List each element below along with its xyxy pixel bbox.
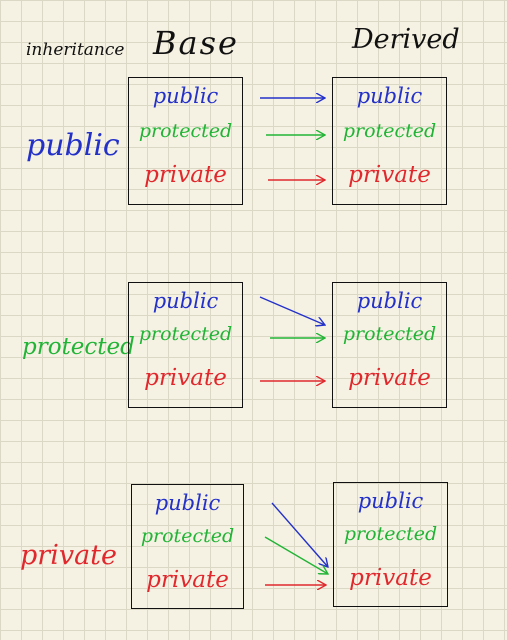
base-member-private: private — [144, 162, 227, 188]
row-label-public: public — [26, 128, 120, 163]
row-label-private: private — [20, 540, 118, 571]
derived-member-protected: protected — [343, 523, 438, 545]
derived-member-private: private — [348, 162, 431, 188]
derived-member-public: public — [356, 84, 423, 108]
derived-member-public: public — [357, 489, 424, 513]
arrow-public-to-protected — [259, 296, 325, 325]
derived-member-protected: protected — [342, 323, 437, 345]
derived-member-protected: protected — [342, 120, 437, 142]
base-box-private-inheritance: public protected private — [131, 484, 244, 609]
row-label-protected: protected — [22, 334, 135, 360]
derived-member-private: private — [348, 365, 431, 391]
base-member-protected: protected — [138, 323, 233, 345]
derived-box-protected-inheritance: public protected private — [332, 282, 447, 408]
base-header: Base — [153, 24, 239, 62]
base-box-public-inheritance: public protected private — [128, 77, 243, 205]
base-member-public: public — [152, 289, 219, 313]
derived-box-public-inheritance: public protected private — [332, 77, 447, 205]
derived-header: Derived — [352, 24, 460, 55]
arrow-protected-to-private — [264, 536, 328, 574]
derived-member-public: public — [356, 289, 423, 313]
derived-box-private-inheritance: public protected private — [333, 482, 448, 607]
base-box-protected-inheritance: public protected private — [128, 282, 243, 408]
base-member-protected: protected — [138, 120, 233, 142]
base-member-public: public — [154, 491, 221, 515]
base-member-private: private — [144, 365, 227, 391]
base-member-public: public — [152, 84, 219, 108]
base-member-protected: protected — [140, 525, 235, 547]
inheritance-header: inheritance — [26, 40, 125, 60]
arrow-public-to-private — [271, 502, 328, 567]
base-member-private: private — [146, 567, 229, 593]
derived-member-private: private — [349, 565, 432, 591]
